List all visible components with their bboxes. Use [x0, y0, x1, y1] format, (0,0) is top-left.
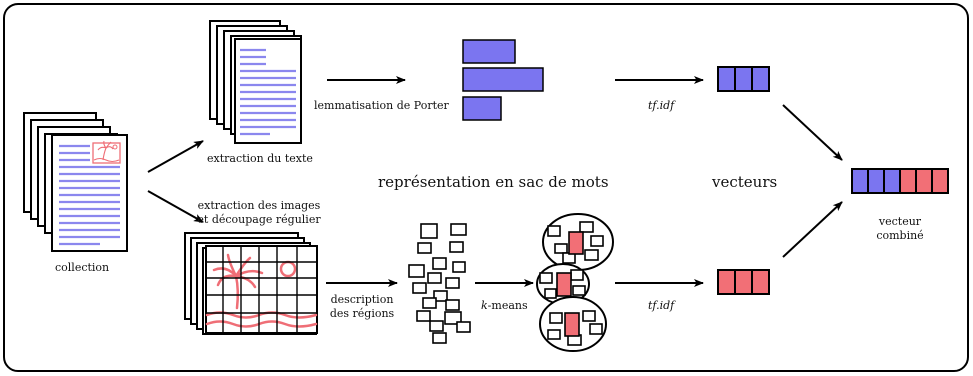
label-extraction-texte: extraction du texte: [207, 152, 313, 165]
label-kmeans: k-means: [481, 299, 528, 312]
label-description-line2: des régions: [329, 307, 395, 320]
label-description-line1: description: [330, 293, 394, 306]
label-vecteur-combine: vecteur combiné: [860, 215, 940, 243]
image-grid-stack-icon: [184, 232, 318, 335]
label-description: description des régions: [322, 293, 402, 321]
label-extraction-images: extraction des images et découpage régul…: [194, 199, 324, 227]
label-kmeans-k: k: [481, 299, 488, 312]
word-histogram-icon: [462, 39, 544, 121]
text-document-stack-icon: [209, 20, 302, 144]
label-extraction-images-line1: extraction des images: [197, 199, 321, 212]
combined-vector-icon: [851, 168, 949, 194]
arrow-bottom-to-combined: [782, 201, 843, 258]
label-collection: collection: [55, 261, 110, 274]
label-tfidf-bottom: tf.idf: [648, 299, 675, 312]
arrow-to-images: [147, 190, 204, 223]
label-vecteurs: vecteurs: [712, 173, 778, 191]
arrow-top-to-combined: [782, 104, 843, 161]
label-tfidf-top: tf.idf: [648, 99, 675, 112]
label-kmeans-rest: -means: [487, 299, 528, 312]
region-clusters-icon: [536, 213, 614, 352]
label-extraction-images-line2: et découpage régulier: [197, 213, 321, 226]
label-vecteur-combine-line1: vecteur: [878, 215, 922, 228]
arrow-to-text: [147, 140, 204, 173]
label-vecteur-combine-line2: combiné: [876, 229, 924, 242]
text-vector-icon: [717, 66, 770, 92]
image-vector-icon: [717, 269, 770, 295]
label-lemmatisation: lemmatisation de Porter: [314, 99, 449, 112]
label-sac-de-mots: représentation en sac de mots: [378, 173, 609, 191]
region-descriptors-icon: [408, 223, 471, 344]
collection-document-stack-icon: [23, 112, 128, 252]
